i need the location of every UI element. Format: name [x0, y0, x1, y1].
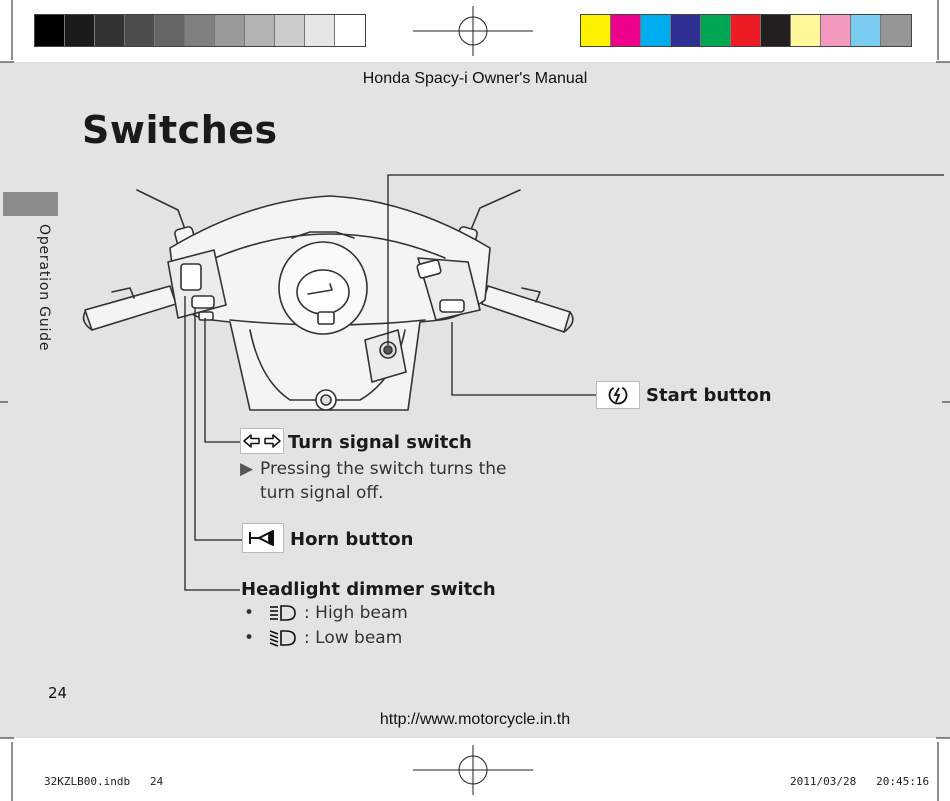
- turn-signal-note: ▶ Pressing the switch turns the turn sig…: [240, 459, 507, 503]
- process-color-swatch: [821, 15, 851, 46]
- process-color-swatch: [731, 15, 761, 46]
- grayscale-swatch: [65, 15, 95, 46]
- horn-icon: [242, 523, 284, 553]
- grayscale-swatch: [305, 15, 335, 46]
- page-title: Switches: [82, 108, 278, 152]
- registration-mark-top: [413, 6, 533, 56]
- grayscale-swatch: [245, 15, 275, 46]
- turn-signal-label: Turn signal switch: [288, 432, 472, 453]
- low-beam-item: • : Low beam: [244, 628, 403, 648]
- process-color-swatch: [581, 15, 611, 46]
- high-beam-item: • : High beam: [244, 603, 408, 623]
- low-beam-icon: [268, 628, 298, 648]
- process-color-swatch: [761, 15, 791, 46]
- grayscale-color-bar: [34, 14, 366, 47]
- grayscale-swatch: [335, 15, 365, 46]
- page-number: 24: [48, 684, 68, 702]
- process-color-swatch: [611, 15, 641, 46]
- print-slug-timestamp: 2011/03/28 20:45:16: [790, 775, 930, 788]
- horn-button-label: Horn button: [290, 529, 414, 550]
- section-tab: [3, 192, 58, 216]
- start-icon: [596, 381, 640, 409]
- section-tab-label: Operation Guide: [36, 224, 52, 352]
- grayscale-swatch: [35, 15, 65, 46]
- process-color-bar: [580, 14, 912, 47]
- process-color-swatch: [851, 15, 881, 46]
- process-color-swatch: [671, 15, 701, 46]
- grayscale-swatch: [215, 15, 245, 46]
- process-color-swatch: [641, 15, 671, 46]
- registration-mark-bottom: [413, 745, 533, 795]
- note-arrow-icon: ▶: [240, 459, 254, 479]
- turn-signal-arrows-icon: [240, 428, 284, 454]
- start-button-label: Start button: [646, 385, 772, 406]
- manual-title: Honda Spacy-i Owner's Manual: [362, 70, 588, 87]
- process-color-swatch: [701, 15, 731, 46]
- print-slug-file: 32KZLB00.indb 24: [44, 775, 164, 788]
- grayscale-swatch: [95, 15, 125, 46]
- high-beam-icon: [268, 603, 298, 623]
- grayscale-swatch: [275, 15, 305, 46]
- footer-url: http://www.motorcycle.in.th: [379, 711, 571, 728]
- headlight-dimmer-label: Headlight dimmer switch: [241, 579, 496, 600]
- grayscale-swatch: [185, 15, 215, 46]
- grayscale-swatch: [155, 15, 185, 46]
- process-color-swatch: [791, 15, 821, 46]
- grayscale-swatch: [125, 15, 155, 46]
- process-color-swatch: [881, 15, 911, 46]
